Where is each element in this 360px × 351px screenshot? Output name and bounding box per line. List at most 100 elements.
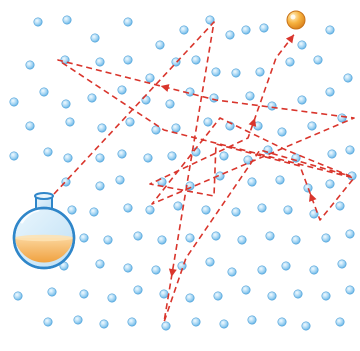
particle bbox=[186, 234, 194, 242]
particle bbox=[68, 206, 76, 214]
particle bbox=[286, 58, 294, 66]
particle bbox=[162, 322, 170, 330]
particle bbox=[338, 260, 346, 268]
particle bbox=[26, 61, 34, 69]
particle bbox=[232, 69, 240, 77]
particle bbox=[128, 318, 136, 326]
particle bbox=[174, 202, 182, 210]
particle bbox=[124, 56, 132, 64]
particle bbox=[310, 266, 318, 274]
particle bbox=[284, 206, 292, 214]
particle bbox=[160, 290, 168, 298]
particle bbox=[302, 322, 310, 330]
particle bbox=[146, 206, 154, 214]
particle bbox=[346, 146, 354, 154]
particle bbox=[328, 150, 336, 158]
particle bbox=[206, 258, 214, 266]
particle bbox=[48, 288, 56, 296]
particle bbox=[40, 88, 48, 96]
particle bbox=[346, 286, 354, 294]
particle bbox=[80, 290, 88, 298]
particle bbox=[204, 118, 212, 126]
orange-particle-icon bbox=[287, 11, 305, 29]
particle bbox=[166, 100, 174, 108]
particle bbox=[322, 234, 330, 242]
particle bbox=[104, 236, 112, 244]
particle bbox=[91, 34, 99, 42]
particle bbox=[100, 320, 108, 328]
particle bbox=[276, 176, 284, 184]
particle bbox=[134, 286, 142, 294]
particle bbox=[168, 152, 176, 160]
particle bbox=[124, 204, 132, 212]
particle bbox=[322, 292, 330, 300]
particle bbox=[242, 286, 250, 294]
particle bbox=[228, 268, 236, 276]
particle bbox=[158, 236, 166, 244]
particle bbox=[282, 262, 290, 270]
particle bbox=[66, 118, 74, 126]
particle bbox=[298, 96, 306, 104]
particle bbox=[134, 232, 142, 240]
particle bbox=[210, 94, 218, 102]
particle bbox=[172, 124, 180, 132]
particle bbox=[192, 56, 200, 64]
particle bbox=[124, 18, 132, 26]
particle bbox=[248, 178, 256, 186]
particle bbox=[74, 316, 82, 324]
particle bbox=[180, 26, 188, 34]
particle bbox=[34, 18, 42, 26]
particle-field bbox=[10, 16, 356, 330]
particle bbox=[146, 74, 154, 82]
particle bbox=[212, 68, 220, 76]
particle bbox=[14, 292, 22, 300]
particle bbox=[88, 94, 96, 102]
particle bbox=[294, 290, 302, 298]
particle bbox=[186, 294, 194, 302]
particle bbox=[242, 26, 250, 34]
particle bbox=[326, 26, 334, 34]
particle bbox=[98, 124, 106, 132]
flask-icon bbox=[14, 193, 74, 268]
particle bbox=[124, 264, 132, 272]
particle bbox=[326, 180, 334, 188]
walk-path-line bbox=[54, 22, 354, 322]
particle bbox=[96, 154, 104, 162]
particle bbox=[304, 184, 312, 192]
particle bbox=[116, 176, 124, 184]
particle bbox=[214, 292, 222, 300]
particle bbox=[338, 114, 346, 122]
arrowhead-icon bbox=[286, 32, 297, 43]
particle bbox=[90, 208, 98, 216]
particle bbox=[118, 150, 126, 158]
particle bbox=[44, 318, 52, 326]
particle bbox=[62, 100, 70, 108]
particle bbox=[108, 294, 116, 302]
particle bbox=[152, 126, 160, 134]
particle bbox=[44, 148, 52, 156]
particle bbox=[266, 232, 274, 240]
particle bbox=[246, 92, 254, 100]
particle bbox=[258, 266, 266, 274]
particle bbox=[80, 234, 88, 242]
particle bbox=[220, 152, 228, 160]
particle bbox=[156, 41, 164, 49]
arrowhead-icon bbox=[160, 82, 170, 92]
arrowhead-icon bbox=[306, 192, 316, 202]
particle bbox=[292, 236, 300, 244]
particle bbox=[96, 182, 104, 190]
particle bbox=[336, 318, 344, 326]
particle bbox=[126, 118, 134, 126]
particle bbox=[260, 24, 268, 32]
particle bbox=[326, 88, 334, 96]
particle bbox=[256, 68, 264, 76]
particle bbox=[314, 56, 322, 64]
particle bbox=[308, 122, 316, 130]
particle bbox=[192, 318, 200, 326]
particle bbox=[96, 260, 104, 268]
particle bbox=[212, 232, 220, 240]
particle bbox=[238, 236, 246, 244]
particle bbox=[278, 318, 286, 326]
particle bbox=[248, 316, 256, 324]
